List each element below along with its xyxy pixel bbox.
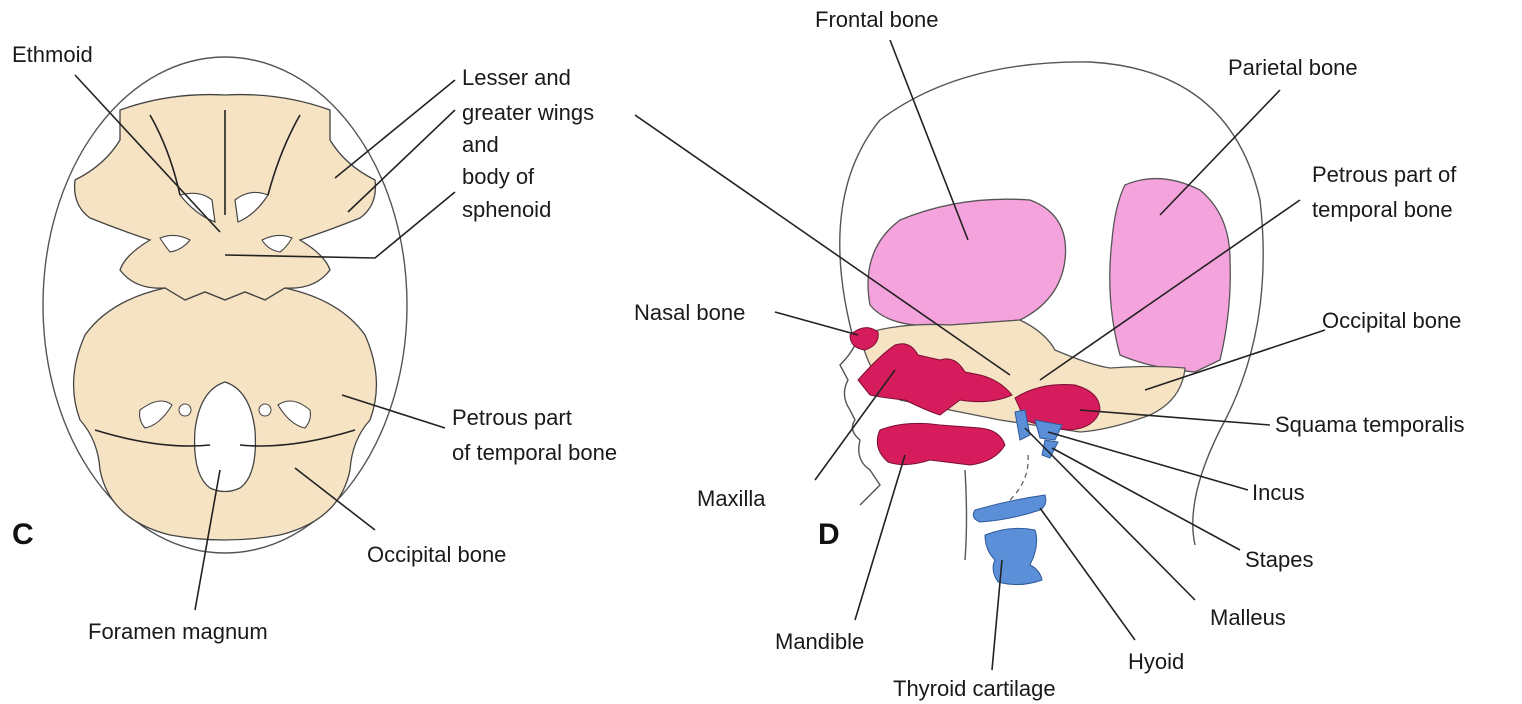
label-incus: Incus (1252, 478, 1305, 507)
label-nasal-bone: Nasal bone (634, 298, 745, 327)
neck-line-d (965, 470, 967, 560)
leader-greater-wing (348, 110, 455, 212)
label-ethmoid: Ethmoid (12, 40, 93, 69)
mandible-shape (877, 423, 1005, 465)
panel-d-figure (635, 40, 1325, 670)
leader-nasal (775, 312, 858, 335)
leader-hyoid (1040, 508, 1135, 640)
label-occipital-c: Occipital bone (367, 540, 506, 569)
panel-letter-c: C (12, 518, 34, 552)
label-occipital-d: Occipital bone (1322, 306, 1461, 335)
frontal-bone-shape (868, 199, 1066, 326)
label-stapes: Stapes (1245, 545, 1314, 574)
label-maxilla: Maxilla (697, 484, 765, 513)
label-sphenoid-line5: sphenoid (462, 195, 551, 224)
label-petrous-d-line2: temporal bone (1312, 195, 1453, 224)
leader-stapes (1052, 448, 1240, 550)
stapes-shape (1042, 440, 1058, 458)
thyroid-cartilage-shape (985, 528, 1042, 584)
label-frontal-bone: Frontal bone (815, 5, 939, 34)
label-thyroid-cartilage: Thyroid cartilage (893, 674, 1056, 703)
label-sphenoid-line3: and (462, 130, 499, 159)
stylohyoid-dash (1010, 455, 1028, 500)
label-mandible: Mandible (775, 627, 864, 656)
label-petrous-d-line1: Petrous part of (1312, 160, 1456, 189)
label-petrous-c-line2: of temporal bone (452, 438, 617, 467)
panel-letter-d: D (818, 518, 840, 552)
label-foramen-magnum: Foramen magnum (88, 617, 268, 646)
label-sphenoid-line2: greater wings (462, 98, 594, 127)
foramen-small-right (259, 404, 271, 416)
label-sphenoid-line4: body of (462, 162, 534, 191)
leader-parietal (1160, 90, 1280, 215)
leader-malleus (1025, 428, 1195, 600)
hyoid-shape (973, 495, 1045, 522)
label-sphenoid-line1: Lesser and (462, 63, 571, 92)
parietal-bone-shape (1110, 179, 1231, 372)
label-petrous-c-line1: Petrous part (452, 403, 572, 432)
leader-mandible (855, 455, 905, 620)
foramen-small-left (179, 404, 191, 416)
label-parietal-bone: Parietal bone (1228, 53, 1358, 82)
leader-maxilla (815, 370, 895, 480)
label-malleus: Malleus (1210, 603, 1286, 632)
label-squama-temporalis: Squama temporalis (1275, 410, 1465, 439)
label-hyoid: Hyoid (1128, 647, 1184, 676)
panel-c-figure (43, 57, 455, 610)
